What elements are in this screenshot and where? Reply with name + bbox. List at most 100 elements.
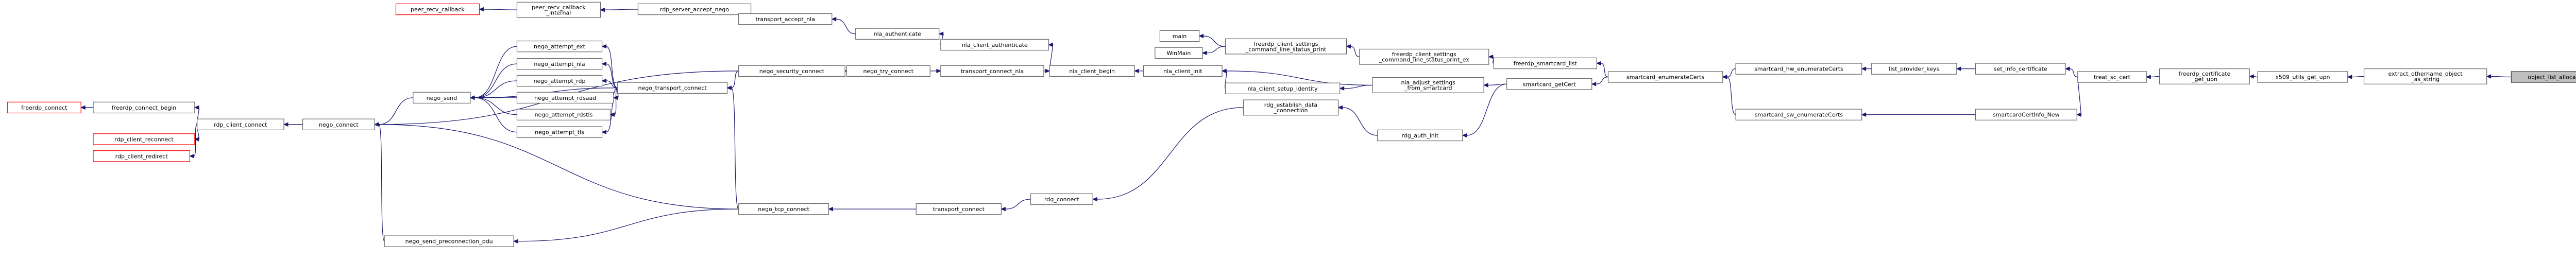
- node-box: [1030, 193, 1093, 205]
- edge-line: [193, 124, 198, 156]
- node-label: rdp_client_reconnect: [114, 136, 174, 143]
- arrowhead-icon: [1596, 61, 1601, 66]
- arrowhead-icon: [2347, 75, 2352, 79]
- edge-rdp-client-connect-to-rdp-client-redirect: [189, 124, 198, 159]
- arrowhead-icon: [609, 112, 615, 117]
- edge-nego-send-preconnection-pdu-to-nego-connect: [374, 122, 385, 242]
- node-freerdp-client-settings-command-line-status-print-ex[interactable]: freerdp_client_settings_command_line_sta…: [1359, 48, 1489, 65]
- node-smartcard-hw-enumerateCerts[interactable]: smartcard_hw_enumerateCerts: [1735, 63, 1862, 75]
- node-rdp-client-connect[interactable]: rdp_client_connect: [197, 118, 284, 130]
- edge-list-provider-keys-to-smartcard-hw-enumerateCerts: [1861, 66, 1872, 71]
- node-label: freerdp_smartcard_list: [1514, 60, 1578, 67]
- node-nego-send-preconnection-pdu[interactable]: nego_send_preconnection_pdu: [384, 235, 514, 247]
- node-set-info-certificate[interactable]: set_info_certificate: [1975, 63, 2066, 75]
- node-freerdp-smartcard-list[interactable]: freerdp_smartcard_list: [1493, 57, 1597, 69]
- edge-line: [474, 46, 517, 98]
- node-rdp-client-reconnect[interactable]: rdp_client_reconnect: [93, 133, 195, 145]
- node-box: [1506, 78, 1592, 90]
- arrowhead-icon: [1722, 75, 1727, 79]
- node-rdg-connect[interactable]: rdg_connect: [1030, 193, 1093, 205]
- node-nego-tcp-connect[interactable]: nego_tcp_connect: [738, 203, 829, 215]
- node-nego-attempt-rdp[interactable]: nego_attempt_rdp: [516, 75, 603, 87]
- edge-freerdp-client-settings-command-line-status-print-to-main: [1198, 33, 1226, 47]
- node-object-list-allocate[interactable]: object_list_allocate: [2511, 71, 2576, 83]
- node-label: rdg_auth_init: [1401, 132, 1438, 139]
- node-nla-client-authenticate[interactable]: nla_client_authenticate: [940, 39, 1049, 51]
- edge-line: [1005, 199, 1031, 209]
- node-label: freerdp_certificate: [2178, 71, 2230, 77]
- node-freerdp-connect-begin[interactable]: freerdp_connect_begin: [93, 101, 195, 114]
- node-x509-utils-get-upn[interactable]: x509_utils_get_upn: [2257, 71, 2348, 83]
- edge-nla-adjust-settings-from-smartcard-to-nla-client-init: [1221, 68, 1373, 86]
- arrowhead-icon: [1956, 66, 1961, 71]
- node-freerdp-connect[interactable]: freerdp_connect: [7, 101, 81, 114]
- node-transport-connect-nla[interactable]: transport_connect_nla: [940, 65, 1044, 77]
- node-box: [916, 203, 1002, 215]
- arrowhead-icon: [601, 130, 607, 134]
- edge-treat-sc-cert-to-smartcardCertInfo-New: [2076, 76, 2081, 117]
- node-peer-recv-callback-internal[interactable]: peer_recv_callback_internal: [516, 2, 601, 18]
- edge-peer-recv-callback-internal-to-peer-recv-callback: [479, 7, 517, 12]
- edge-freerdp-smartcard-list-to-freerdp-client-settings-command-line-status-print-ex: [1488, 55, 1494, 64]
- edge-line: [1601, 63, 1608, 78]
- node-nla-authenticate[interactable]: nla_authenticate: [855, 28, 940, 40]
- edge-line: [836, 19, 856, 34]
- edge-line: [379, 124, 739, 209]
- arrowhead-icon: [479, 7, 484, 12]
- node-smartcard-getCert[interactable]: smartcard_getCert: [1506, 78, 1592, 90]
- edge-line: [2069, 68, 2078, 78]
- node-nla-client-begin[interactable]: nla_client_begin: [1049, 65, 1135, 77]
- node-extract-othername-object-as-string[interactable]: extract_othername_object_as_string: [2363, 68, 2487, 84]
- node-freerdp-client-settings-command-line-status-print[interactable]: freerdp_client_settings_command_line_sta…: [1225, 38, 1347, 55]
- node-nego-security-connect[interactable]: nego_security_connect: [738, 65, 845, 77]
- node-box: [1155, 47, 1203, 59]
- arrowhead-icon: [726, 85, 732, 90]
- node-nego-attempt-nla[interactable]: nego_attempt_nla: [516, 58, 603, 70]
- node-nego-send[interactable]: nego_send: [413, 92, 471, 104]
- node-label: rdp_client_redirect: [115, 153, 168, 160]
- arrowhead-icon: [1861, 66, 1867, 71]
- node-label: transport_connect: [933, 206, 985, 213]
- node-box: [2159, 68, 2250, 84]
- node-treat-sc-cert[interactable]: treat_sc_cert: [2077, 71, 2147, 83]
- node-rdg-establish-data-connection[interactable]: rdg_establish_data_connection: [1243, 99, 1339, 116]
- node-rdg-auth-init[interactable]: rdg_auth_init: [1377, 129, 1463, 142]
- edge-rdg-auth-init-to-rdg-establish-data-connection: [1337, 105, 1378, 136]
- node-nego-try-connect[interactable]: nego_try_connect: [846, 65, 930, 77]
- arrowhead-icon: [601, 44, 607, 49]
- edge-line: [1097, 107, 1244, 200]
- node-main[interactable]: main: [1159, 30, 1200, 42]
- node-nego-attempt-rdsaad[interactable]: nego_attempt_rdsaad: [516, 92, 614, 104]
- node-rdp-client-redirect[interactable]: rdp_client_redirect: [93, 150, 190, 162]
- node-label: nla_adjust_settings: [1401, 79, 1455, 86]
- node-smartcard-enumerateCerts[interactable]: smartcard_enumerateCerts: [1607, 71, 1723, 83]
- node-label: freerdp_client_settings: [1392, 51, 1456, 58]
- arrowhead-icon: [2076, 112, 2081, 117]
- node-WinMain[interactable]: WinMain: [1155, 47, 1203, 59]
- node-list-provider-keys[interactable]: list_provider_keys: [1871, 63, 1957, 75]
- node-peer-recv-callback[interactable]: peer_recv_callback: [395, 3, 480, 15]
- node-nego-connect[interactable]: nego_connect: [302, 118, 375, 130]
- node-nego-attempt-ext[interactable]: nego_attempt_ext: [516, 40, 603, 53]
- node-box: [516, 126, 603, 138]
- node-transport-connect[interactable]: transport_connect: [916, 203, 1002, 215]
- node-label: extract_othername_object: [2388, 71, 2463, 77]
- node-nla-client-setup-identity[interactable]: nla_client_setup_identity: [1225, 82, 1341, 94]
- node-box: [617, 82, 728, 94]
- edge-smartcardCertInfo-New-to-smartcard-sw-enumerateCerts: [1861, 112, 1976, 117]
- node-nego-attempt-rdstls[interactable]: nego_attempt_rdstls: [516, 109, 611, 120]
- node-smartcard-sw-enumerateCerts[interactable]: smartcard_sw_enumerateCerts: [1735, 109, 1862, 120]
- node-freerdp-certificate-get-upn[interactable]: freerdp_certificate_get_upn: [2159, 68, 2250, 84]
- node-smartcardCertInfo-New[interactable]: smartcardCertInfo_New: [1975, 109, 2077, 120]
- node-label: peer_recv_callback: [532, 4, 586, 11]
- node-label: smartcard_hw_enumerateCerts: [1754, 66, 1843, 73]
- node-nla-adjust-settings-from-smartcard[interactable]: nla_adjust_settings_from_smartcard: [1372, 77, 1484, 93]
- node-nego-transport-connect[interactable]: nego_transport_connect: [617, 82, 728, 94]
- node-nla-client-init[interactable]: nla_client_init: [1143, 65, 1223, 77]
- node-transport-accept-nla[interactable]: transport_accept_nla: [738, 13, 833, 25]
- node-rdp-server-accept-nego[interactable]: rdp_server_accept_nego: [637, 3, 752, 15]
- node-label: _from_smartcard: [1404, 85, 1452, 92]
- node-label: rdp_client_connect: [214, 121, 267, 128]
- node-nego-attempt-tls[interactable]: nego_attempt_tls: [516, 126, 603, 138]
- node-label: treat_sc_cert: [2094, 74, 2131, 81]
